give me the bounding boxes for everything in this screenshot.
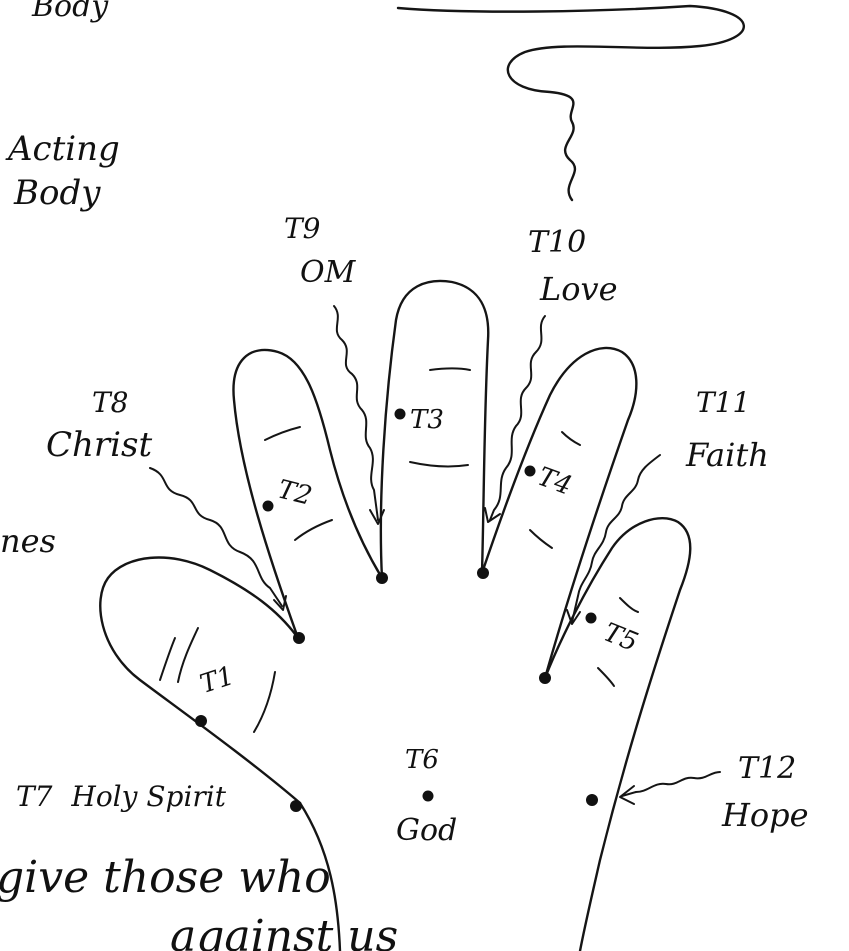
corner-body-label: Body bbox=[31, 0, 109, 24]
t7-label: T7 Holy Spirit bbox=[16, 780, 227, 813]
t1-dot bbox=[195, 715, 207, 727]
t5-dot bbox=[586, 613, 597, 624]
t4-dot bbox=[525, 466, 536, 477]
t1-code: T1 bbox=[197, 661, 239, 700]
t8-code: T8 bbox=[92, 386, 129, 419]
t9-code: T9 bbox=[284, 212, 321, 245]
t4-code: T4 bbox=[534, 462, 576, 502]
t6-name: God bbox=[396, 813, 457, 848]
pointer-arrows bbox=[150, 306, 720, 804]
t9-dot bbox=[376, 572, 388, 584]
t11-name: Faith bbox=[685, 436, 769, 474]
caption-line-2: against us bbox=[170, 911, 398, 951]
t12-name: Hope bbox=[721, 796, 809, 834]
t8-name: Christ bbox=[46, 425, 152, 465]
side-fragment-label: nes bbox=[0, 522, 56, 560]
t6-code: T6 bbox=[405, 745, 439, 775]
t11-code: T11 bbox=[696, 386, 750, 419]
t7-name: Holy Spirit bbox=[70, 780, 226, 813]
t8-dot bbox=[293, 632, 305, 644]
t12-code: T12 bbox=[738, 751, 796, 786]
t9-name: OM bbox=[300, 255, 357, 290]
upper-body-outline bbox=[398, 6, 744, 200]
t3-code: T3 bbox=[410, 405, 444, 435]
t12-dot bbox=[586, 794, 598, 806]
body-label: Body bbox=[13, 173, 101, 213]
t7-dot bbox=[290, 800, 302, 812]
t11-dot bbox=[539, 672, 551, 684]
t10-name: Love bbox=[539, 270, 618, 308]
acting-label: Acting bbox=[5, 129, 120, 169]
t2-dot bbox=[263, 501, 274, 512]
t3-dot bbox=[395, 409, 406, 420]
t2-code: T2 bbox=[275, 475, 315, 512]
t5-code: T5 bbox=[599, 618, 642, 659]
t6-dot bbox=[423, 791, 434, 802]
t7-code: T7 bbox=[16, 780, 53, 813]
point-dots bbox=[195, 409, 598, 813]
pinky-finger-outline bbox=[545, 518, 690, 951]
t10-dot bbox=[477, 567, 489, 579]
caption-line-1: give those who bbox=[0, 852, 331, 903]
t10-code: T10 bbox=[528, 225, 586, 260]
